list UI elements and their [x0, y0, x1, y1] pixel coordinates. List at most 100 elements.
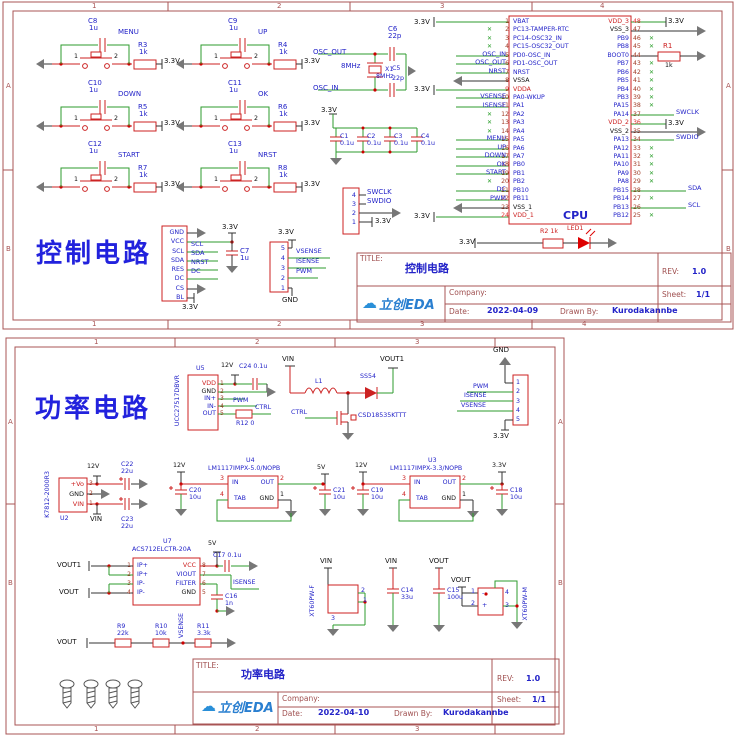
power-flag[interactable]: VOUT	[57, 638, 77, 646]
io-connectors[interactable]	[324, 567, 523, 636]
capacitor-ref[interactable]: C8	[88, 17, 98, 25]
cap-value[interactable]: 10u	[189, 494, 202, 501]
buck-stage[interactable]	[285, 365, 398, 440]
cap-value[interactable]: 33u	[401, 594, 414, 601]
net-label[interactable]: START	[485, 168, 506, 176]
cpu-pin-row[interactable]: ✕ 3 PC14-OSC32_IN	[487, 35, 617, 43]
capacitor-value[interactable]: 1u	[89, 86, 98, 94]
cap-ref[interactable]: C21	[333, 487, 346, 494]
capacitor-ref[interactable]: C9	[228, 17, 238, 25]
crystal-freq[interactable]: 8MHz	[341, 62, 361, 70]
power-flag[interactable]: 3.3V	[304, 180, 320, 188]
led-ref[interactable]: LED1	[567, 225, 584, 232]
net-label[interactable]: SDA	[688, 184, 702, 192]
capacitor-value[interactable]: 1u	[229, 86, 238, 94]
cpu-pin-row[interactable]: PB4 40 ✕	[569, 86, 661, 94]
net-label-swclk[interactable]: SWCLK	[367, 188, 392, 196]
capacitor-ref[interactable]: C13	[228, 140, 242, 148]
net-label[interactable]: MENU	[118, 28, 139, 36]
cpu-pin-row[interactable]: PA8 29 ✕	[569, 178, 661, 186]
cpu-pin-row[interactable]: PA11 32 ✕	[569, 153, 661, 161]
capacitor-ref[interactable]: C1	[340, 133, 349, 140]
cap-value[interactable]: 22u	[121, 523, 134, 530]
power-flag[interactable]: 5V	[208, 540, 217, 547]
cap-label[interactable]: C17 0.1u	[213, 552, 242, 559]
power-flag[interactable]: 3.3V	[182, 303, 198, 311]
net-label[interactable]: DC	[496, 185, 506, 193]
regulator-u2[interactable]	[58, 475, 148, 515]
power-flag[interactable]: VIN	[385, 557, 398, 565]
cap-value[interactable]: 1n	[225, 600, 233, 607]
net-label-osc-in[interactable]: OSC_IN	[313, 84, 339, 92]
cpu-pin-row[interactable]: PB6 42 ✕	[569, 69, 661, 77]
cpu-pin-row[interactable]: 22 PB11	[487, 195, 617, 203]
power-flag[interactable]: 3.3V	[321, 106, 337, 114]
net-label[interactable]: VSENSE	[480, 92, 506, 100]
net-label[interactable]: ISENSE	[464, 392, 487, 399]
cpu-pin-row[interactable]: 1 VBAT	[487, 18, 617, 26]
component-ref[interactable]: U2	[60, 515, 69, 522]
resistor-value[interactable]: 1k	[665, 62, 673, 69]
power-flag[interactable]: 3.3V	[414, 212, 430, 220]
button-circuit[interactable]: C8 1u MENU R3 1k 1 2 3.3V	[28, 17, 180, 80]
net-label[interactable]: CTRL	[291, 409, 308, 416]
net-label[interactable]: ISENSE	[296, 257, 320, 265]
cpu-pin-row[interactable]: PA9 30 ✕	[569, 170, 661, 178]
lcd-connector[interactable]	[161, 225, 238, 303]
button-circuit[interactable]: C11 1u OK R6 1k 1 2 3.3V	[168, 79, 320, 142]
component-part[interactable]: UCC27517DBVR	[174, 375, 181, 427]
cpu-pin-row[interactable]: PA15 38 ✕	[569, 102, 661, 110]
power-flag[interactable]: 3.3V	[493, 432, 509, 440]
resistor-ref[interactable]: R8	[278, 164, 288, 172]
capacitor-value[interactable]: 1u	[229, 24, 238, 32]
cap-value[interactable]: 10u	[333, 494, 346, 501]
power-flag[interactable]: 12V	[173, 462, 186, 469]
net-label[interactable]: SDA	[191, 249, 205, 257]
power-output-connector[interactable]	[457, 357, 529, 431]
cpu-body[interactable]	[508, 15, 632, 225]
net-label[interactable]: NRST	[191, 258, 209, 266]
rev-value[interactable]: 1.0	[526, 674, 541, 683]
cap-label[interactable]: C24 0.1u	[239, 363, 268, 370]
mounting-screws[interactable]	[59, 679, 143, 709]
net-label[interactable]: ISENSE	[233, 579, 256, 586]
capacitor-ref[interactable]: C7	[240, 247, 250, 255]
resistor-value[interactable]: 1k	[139, 110, 148, 118]
power-flag[interactable]: 3.3V	[164, 119, 180, 127]
connector-part[interactable]: XT60PW-F	[309, 585, 316, 617]
cpu-pin-row[interactable]: BOOT0 44	[569, 52, 661, 60]
regulator-u4[interactable]	[169, 471, 331, 522]
net-label-swdio[interactable]: SWDIO	[367, 197, 392, 205]
gnd-label[interactable]: GND	[282, 296, 299, 304]
cpu-pin-row[interactable]: PB15 28	[569, 187, 661, 195]
current-sensor-u7[interactable]	[88, 551, 259, 616]
cpu-pin-row[interactable]: 15 PA5	[487, 136, 617, 144]
net-label[interactable]: PWM	[233, 397, 249, 404]
cpu-pin-row[interactable]: VDD_2 36	[569, 119, 661, 127]
cpu-pin-row[interactable]: PB12 25 ✕	[569, 212, 661, 220]
power-flag[interactable]: 12V	[221, 362, 234, 369]
net-label[interactable]: DC	[191, 267, 201, 275]
capacitor-value[interactable]: 0.1u	[340, 140, 355, 147]
cpu-pin-row[interactable]: 5 PD0-OSC_IN	[487, 52, 617, 60]
capacitor-value[interactable]: 1u	[229, 147, 238, 155]
power-flag[interactable]: 3.3V	[164, 57, 180, 65]
component-ref[interactable]: U4	[246, 457, 255, 464]
cpu-pin-row[interactable]: PA12 33 ✕	[569, 145, 661, 153]
capacitor-value[interactable]: 1u	[89, 24, 98, 32]
sense-connector[interactable]	[269, 239, 330, 296]
power-flag[interactable]: VIN	[90, 515, 103, 523]
sheet-title[interactable]: 功率电路	[241, 668, 285, 681]
power-flag[interactable]: 12V	[355, 462, 368, 469]
net-label[interactable]: CTRL	[255, 404, 272, 411]
sheet-title-text[interactable]: 控制电路	[36, 239, 153, 269]
net-label[interactable]: DOWN	[484, 151, 506, 159]
cap-ref[interactable]: C20	[189, 487, 202, 494]
net-label[interactable]: OSC_OUT	[475, 58, 506, 66]
cpu-pin-row[interactable]: 10 PA0-WKUP	[487, 94, 617, 102]
cpu-pin-row[interactable]: PB7 43 ✕	[569, 60, 661, 68]
net-label[interactable]: PWM	[490, 194, 506, 202]
capacitor-value[interactable]: 1u	[240, 254, 249, 262]
resistor-value[interactable]: 1k	[139, 48, 148, 56]
cap-value[interactable]: 10u	[371, 494, 384, 501]
